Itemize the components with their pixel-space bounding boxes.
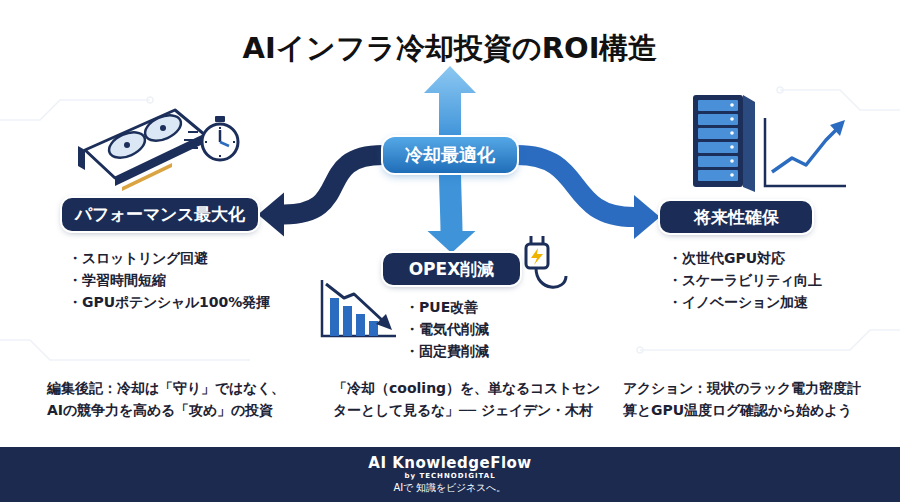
decline-chart-icon [322, 280, 396, 336]
node-heading: パフォーマンス最大化 [75, 203, 245, 226]
arrow-head [258, 193, 284, 237]
hub-pill: 冷却最適化 [383, 137, 517, 173]
bullet-item: ・スケーラビリティ向上 [668, 269, 822, 291]
benefit-pill: 将来性確保 [660, 201, 812, 233]
curved-arrow [258, 155, 383, 237]
plug-icon [526, 236, 566, 287]
gpu-card-icon [78, 110, 205, 191]
bullet-item: ・PUE改善 [405, 296, 489, 318]
node-heading: AI KnowledgeFlow [368, 454, 531, 472]
bullet-list: ・次世代GPU対応・スケーラビリティ向上・イノベーション加速 [668, 247, 822, 313]
note-text: 「冷却（cooling）を、単なるコストセン ターとして見るな」── ジェイデン… [333, 377, 615, 421]
curved-arrow [517, 155, 660, 239]
bullet-item: ・次世代GPU対応 [668, 247, 822, 269]
node-text: AIで 知識をビジネスへ。 [394, 481, 507, 495]
arrow-head [428, 231, 476, 253]
bullet-item: ・GPUポテンシャル100%発揮 [68, 291, 270, 313]
note-text: 編集後記：冷却は「守り」ではなく、 AIの競争力を高める「攻め」の投資 [47, 377, 317, 421]
bullet-item: ・電気代削減 [405, 318, 489, 340]
benefit-pill: OPEX削減 [383, 253, 520, 285]
arrow-shaft [450, 173, 452, 231]
node-group: AI KnowledgeFlowby TECHNODIGITALAIで 知識をビ… [0, 447, 900, 502]
node-group: 冷却最適化 [383, 137, 517, 173]
bullet-item: ・学習時間短縮 [68, 269, 270, 291]
node-group: パフォーマンス最大化・スロットリング回避・学習時間短縮・GPUポテンシャル100… [62, 198, 258, 231]
node-text: by TECHNODIGITAL [404, 472, 495, 481]
bullet-item: ・イノベーション加速 [668, 291, 822, 313]
down-arrow [428, 173, 476, 253]
node-group: OPEX削減・PUE改善・電気代削減・固定費削減 [383, 253, 520, 285]
note-text: アクション：現状のラック電力密度計 算とGPU温度ログ確認から始めよう [623, 377, 885, 421]
stopwatch-icon [184, 116, 238, 160]
node-heading: OPEX削減 [409, 258, 495, 281]
diagram-title: AIインフラ冷却投資のROI構造 [0, 30, 900, 66]
arrow-head [634, 195, 660, 239]
up-arrow [424, 66, 476, 138]
bullet-list: ・PUE改善・電気代削減・固定費削減 [405, 296, 489, 362]
bullet-list: ・スロットリング回避・学習時間短縮・GPUポテンシャル100%発揮 [68, 247, 270, 313]
server-rack-icon [693, 95, 755, 192]
arrow-shaft [517, 155, 634, 217]
arrow-shaft [284, 155, 383, 215]
node-heading: 将来性確保 [694, 206, 779, 229]
growth-chart-icon [765, 118, 846, 186]
bullet-item: ・スロットリング回避 [68, 247, 270, 269]
bullet-item: ・固定費削減 [405, 340, 489, 362]
node-group: 将来性確保・次世代GPU対応・スケーラビリティ向上・イノベーション加速 [660, 201, 812, 233]
benefit-pill: パフォーマンス最大化 [62, 198, 258, 231]
node-heading: 冷却最適化 [405, 143, 495, 167]
footer-band: AI KnowledgeFlowby TECHNODIGITALAIで 知識をビ… [0, 447, 900, 502]
